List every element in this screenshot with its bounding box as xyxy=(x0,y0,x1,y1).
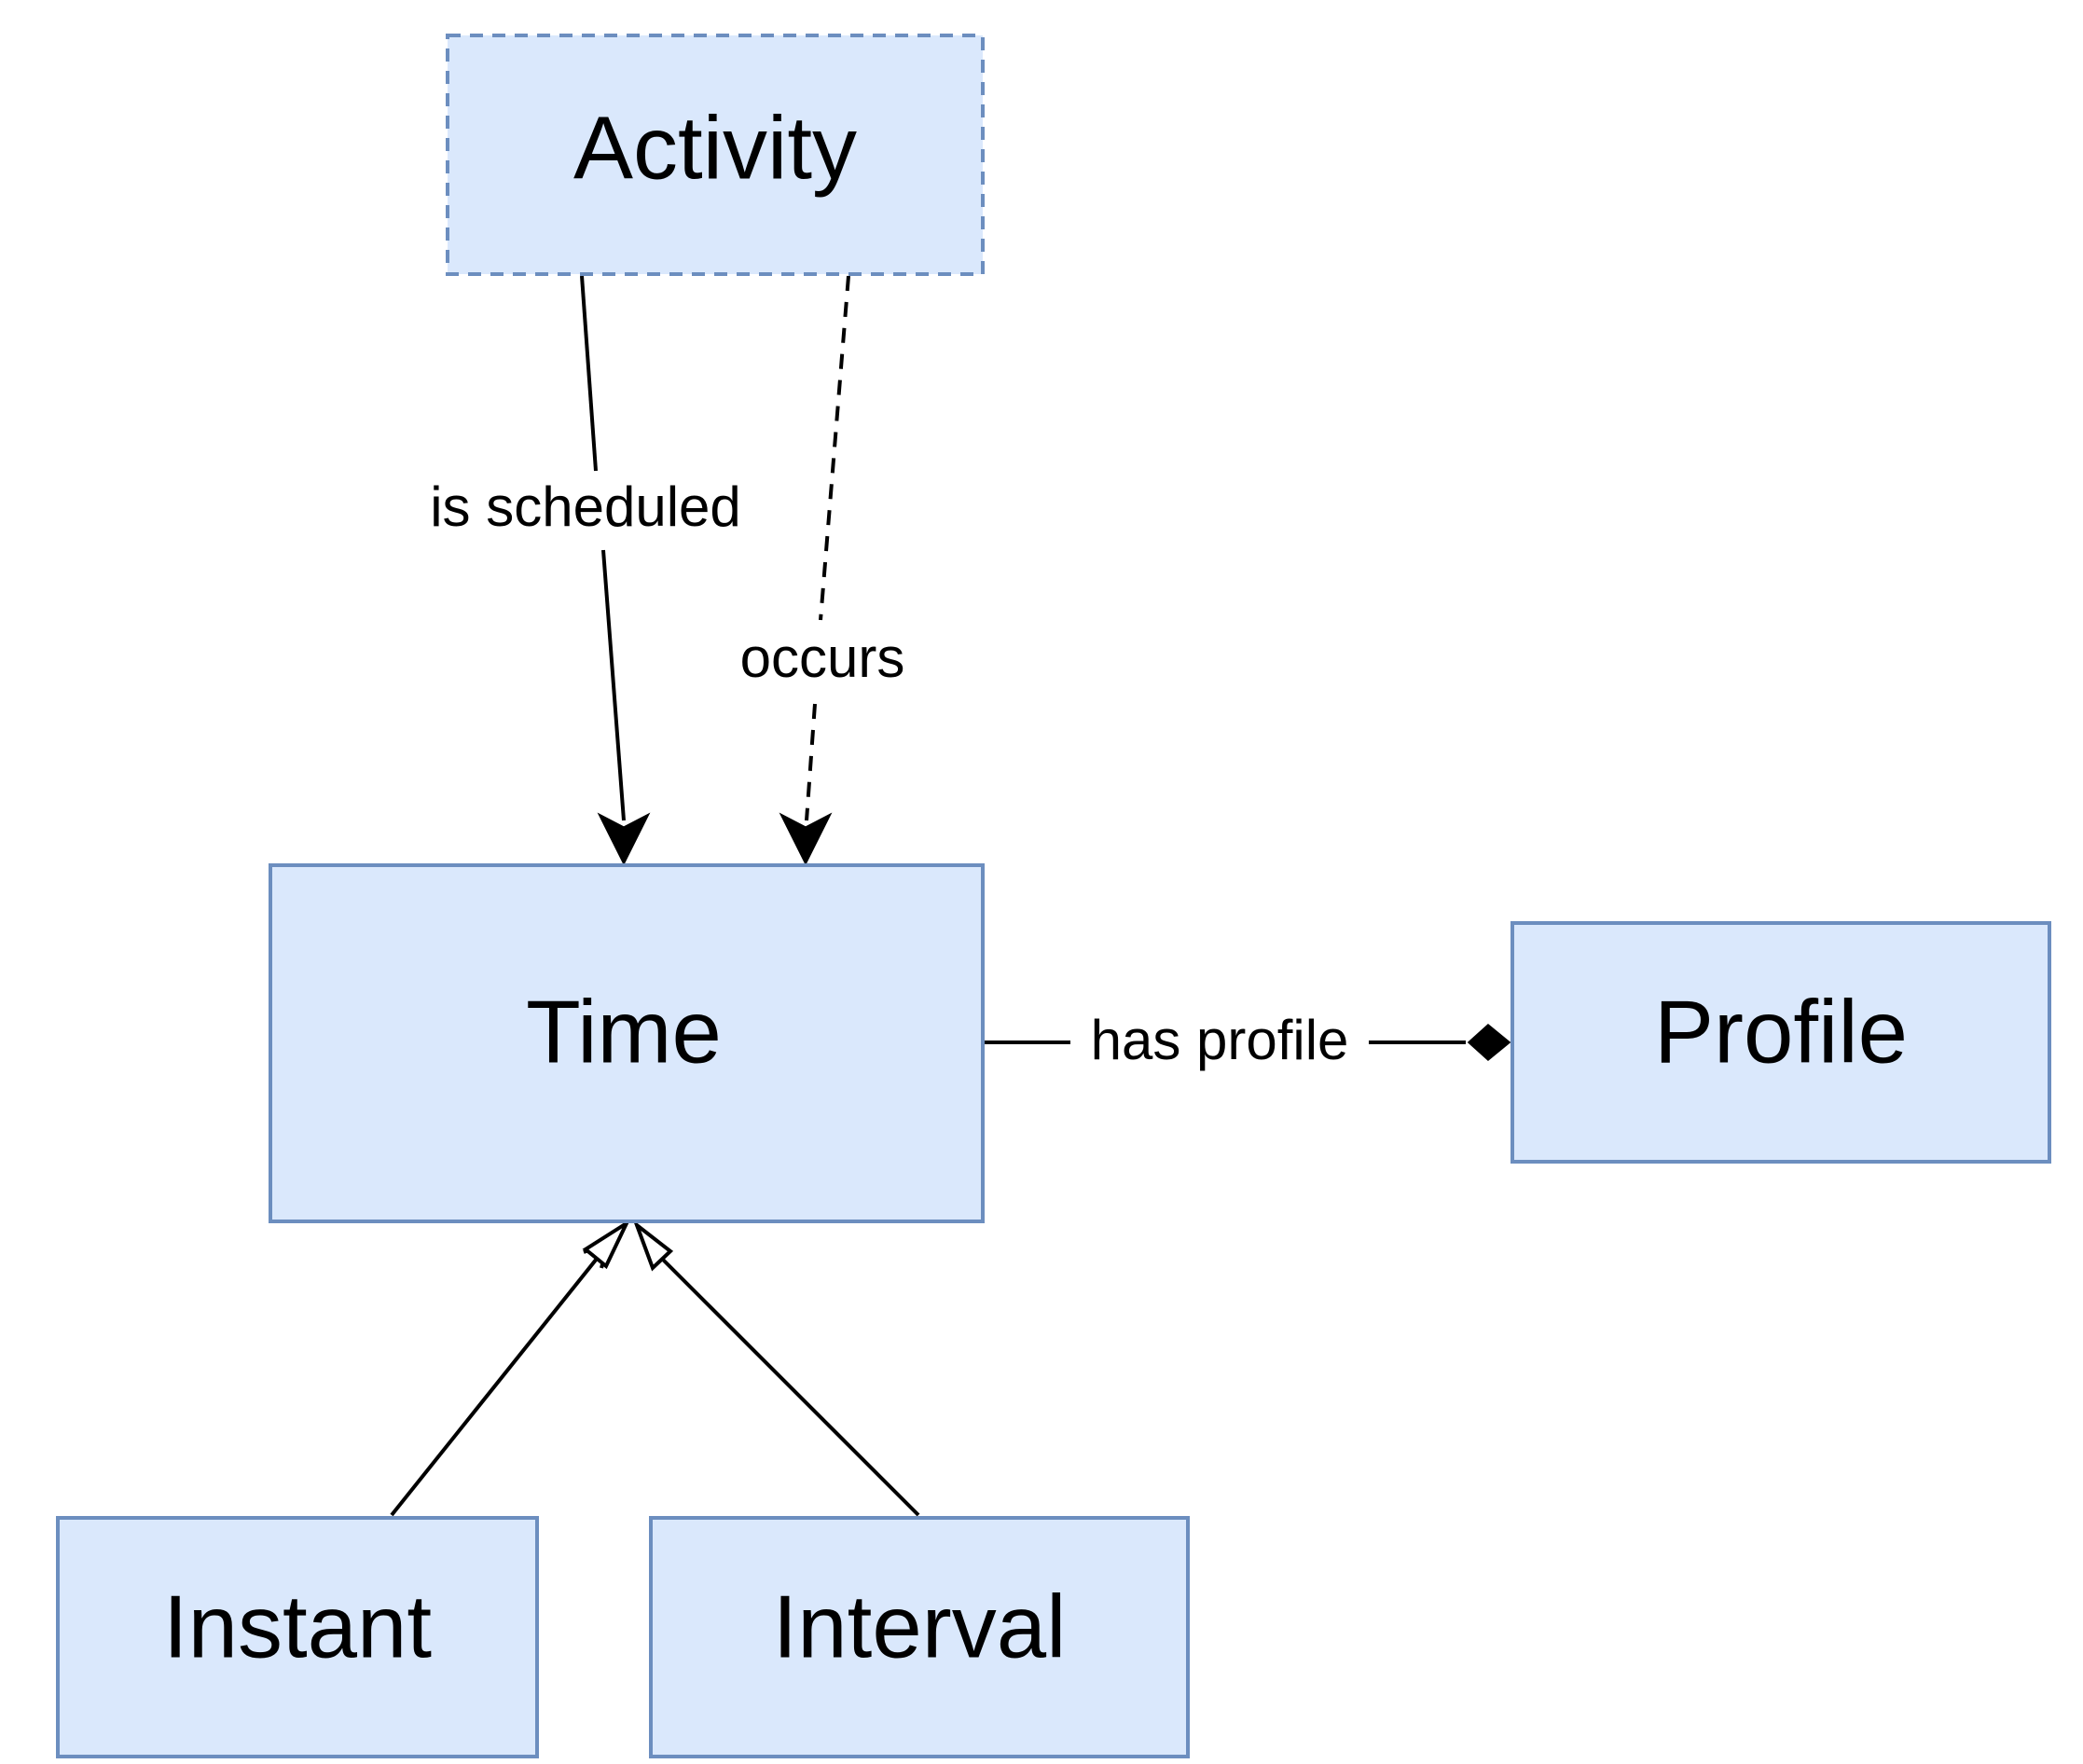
node-activity: Activity xyxy=(446,34,985,276)
edge-label-is-scheduled: is scheduled xyxy=(430,475,741,538)
edge-interval-generalization xyxy=(632,1220,920,1517)
node-instant: Instant xyxy=(56,1516,539,1758)
node-profile: Profile xyxy=(1511,921,2051,1164)
edge-instant-generalization xyxy=(390,1218,631,1517)
node-interval: Interval xyxy=(649,1516,1190,1758)
arrowhead-filled-icon xyxy=(597,812,651,866)
node-time: Time xyxy=(269,863,985,1223)
node-profile-label: Profile xyxy=(1654,982,1908,1082)
edge-has-profile xyxy=(984,1024,1511,1061)
edge-is-scheduled xyxy=(580,275,651,866)
arrowhead-filled-icon xyxy=(779,812,833,866)
node-interval-label: Interval xyxy=(773,1577,1067,1676)
node-activity-label: Activity xyxy=(573,98,857,198)
edge-label-occurs: occurs xyxy=(740,627,905,689)
edge-label-has-profile: has profile xyxy=(1091,1009,1349,1071)
edge-occurs xyxy=(779,275,850,866)
diamond-filled-icon xyxy=(1467,1024,1511,1061)
node-instant-label: Instant xyxy=(163,1577,432,1676)
node-time-label: Time xyxy=(526,982,722,1082)
